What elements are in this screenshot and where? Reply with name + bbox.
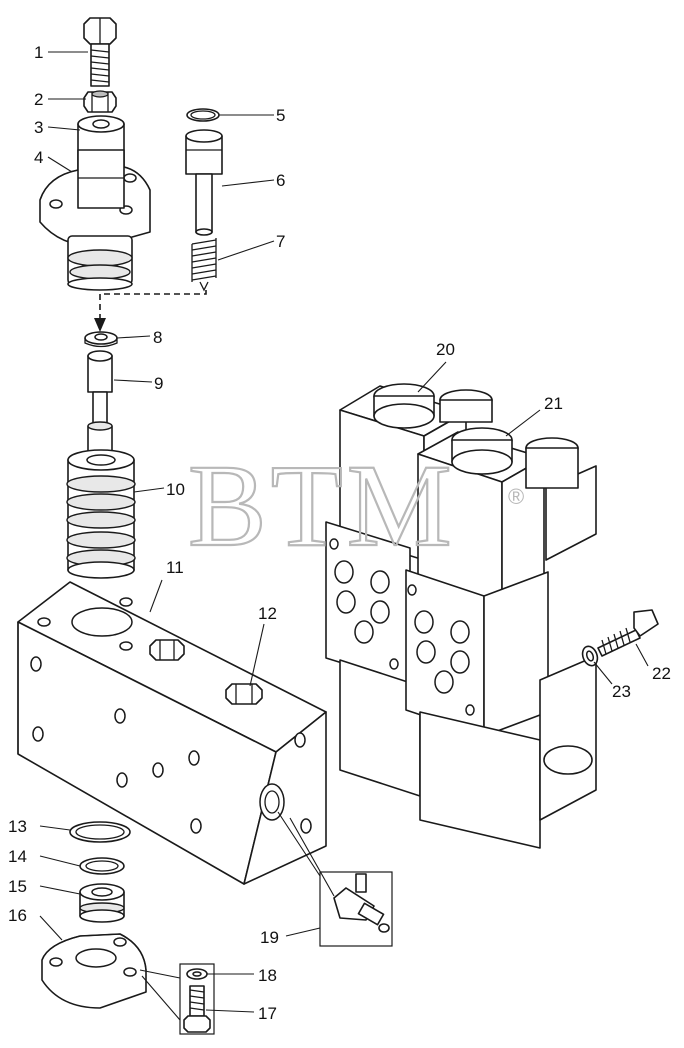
callout-23: 23 — [612, 682, 631, 701]
callout-6: 6 — [276, 171, 285, 190]
part-17-bolt — [183, 985, 211, 1033]
leader-16-to-box — [139, 969, 181, 1021]
callout-9: 9 — [154, 374, 163, 393]
assembly-path-dashed-arrow — [94, 290, 207, 332]
callout-19: 19 — [260, 928, 279, 947]
part-4-flange — [39, 149, 151, 247]
callout-5: 5 — [276, 106, 285, 125]
callout-22: 22 — [652, 664, 671, 683]
callout-8: 8 — [153, 328, 162, 347]
part-6-piston — [185, 129, 223, 236]
part-5-o-ring — [186, 108, 220, 122]
callout-7: 7 — [276, 232, 285, 251]
part-4-lower-body — [67, 235, 133, 291]
callout-10: 10 — [166, 480, 185, 499]
part-8-washer — [84, 331, 118, 348]
callout-17: 17 — [258, 1004, 277, 1023]
watermark-text: BTM — [188, 440, 456, 571]
watermark-registered-mark: ® — [508, 484, 524, 509]
watermark: BTM ® — [187, 439, 524, 572]
callout-11: 11 — [166, 558, 184, 577]
callout-12: 12 — [258, 604, 277, 623]
part-21-solenoid-valve — [405, 427, 597, 849]
callout-13: 13 — [8, 817, 27, 836]
part-19-fitting — [333, 873, 390, 933]
part-22-screw — [597, 609, 659, 657]
callout-labels: 1 2 3 4 5 6 7 8 9 10 11 12 13 14 15 16 1… — [8, 43, 671, 1023]
callout-1: 1 — [34, 43, 43, 62]
part-1-bolt — [83, 17, 117, 87]
part-11-manifold-block — [17, 581, 327, 885]
part-15-fitting — [79, 883, 125, 923]
leader-block-to-19 — [277, 811, 335, 897]
part-7-spring — [191, 238, 217, 292]
leader-lines — [39, 51, 649, 1013]
callout-2: 2 — [34, 90, 43, 109]
part-18-washer — [186, 968, 208, 980]
part-9-spool — [87, 350, 113, 455]
callout-3: 3 — [34, 118, 43, 137]
callout-16: 16 — [8, 906, 27, 925]
part-2-nut — [83, 90, 117, 113]
part-13-o-ring — [69, 821, 131, 843]
part-16-flange — [41, 933, 147, 1009]
part-12-plug — [149, 639, 263, 705]
part-10-cartridge — [66, 449, 136, 579]
part-17-18-group-box — [179, 963, 215, 1035]
callout-21: 21 — [544, 394, 563, 413]
part-14-ring — [79, 857, 125, 875]
callout-15: 15 — [8, 877, 27, 896]
callout-14: 14 — [8, 847, 27, 866]
part-19-group-box — [319, 871, 393, 947]
callout-20: 20 — [436, 340, 455, 359]
callout-18: 18 — [258, 966, 277, 985]
callout-4: 4 — [34, 148, 43, 167]
part-23-washer — [581, 645, 599, 667]
